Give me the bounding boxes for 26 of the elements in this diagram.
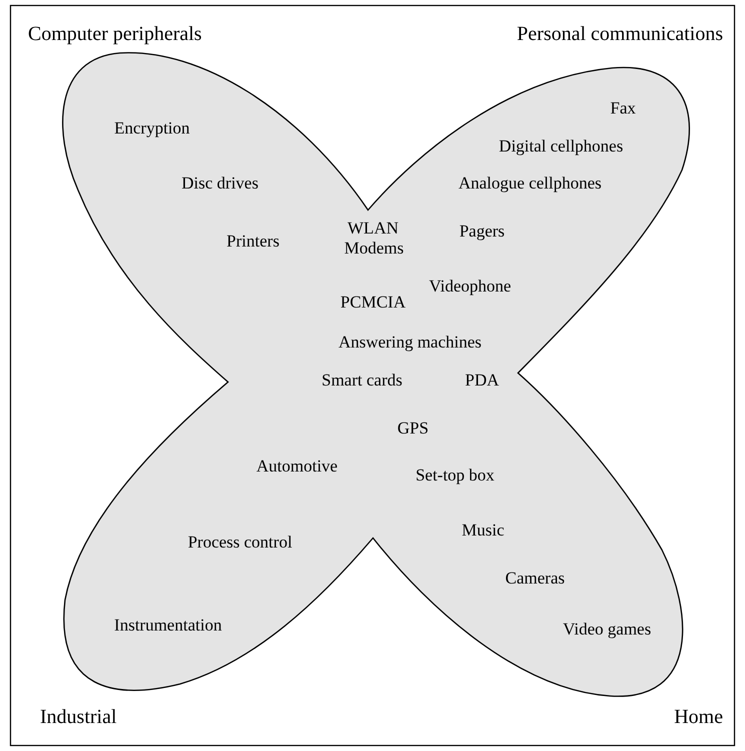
application-label: Video games [562,620,652,638]
application-label: Fax [610,100,636,116]
application-label: Disc drives [182,174,258,192]
application-label: Videophone [428,278,512,294]
application-label: PCMCIA [340,294,406,310]
application-label: Smart cards [322,372,402,388]
application-label: Analogue cellphones [458,174,602,192]
application-label: Digital cellphones [498,138,624,154]
category-title: Computer peripherals [28,24,202,44]
application-label: WLAN [348,220,398,236]
category-title: Personal communications [516,24,723,44]
application-label: Set-top box [416,466,494,484]
application-label: Cameras [505,570,565,586]
application-label: Instrumentation [114,616,222,634]
application-label: Music [462,522,504,538]
application-label: PDA [465,372,499,388]
application-label: Modems [344,240,404,256]
application-label: GPS [397,420,429,436]
application-label: Answering machines [338,334,482,350]
application-label: Pagers [459,222,505,240]
application-label: Printers [226,232,280,250]
application-label: Process control [188,534,292,550]
category-title: Industrial [40,707,117,727]
application-label: Automotive [256,458,338,474]
application-label: Encryption [114,120,190,136]
category-title: Home [674,707,723,727]
